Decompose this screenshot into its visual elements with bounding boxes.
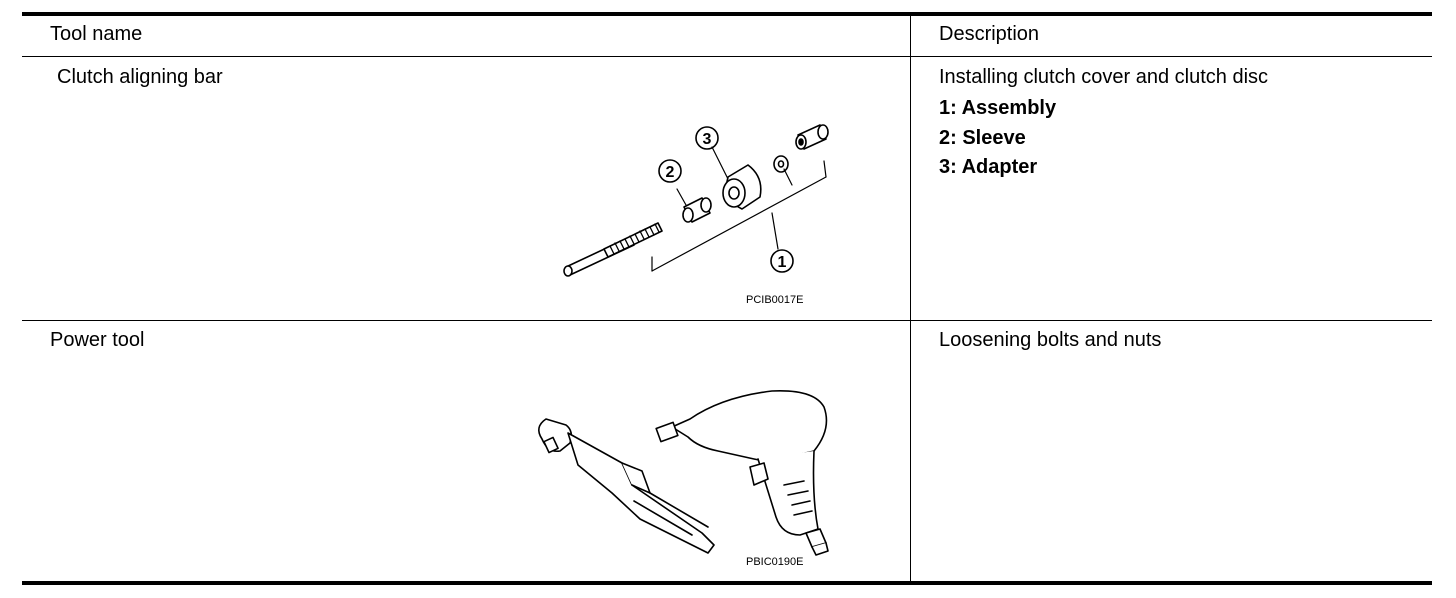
header-description: Description	[939, 23, 1040, 45]
row-divider	[22, 320, 1432, 321]
table-bottom-rule	[22, 581, 1432, 585]
callout-3: 3	[703, 131, 712, 148]
description-clutch-aligning-bar: Installing clutch cover and clutch disc	[939, 66, 1269, 88]
column-divider	[910, 16, 911, 581]
figure-code-pcib0017e: PCIB0017E	[746, 294, 804, 306]
header-tool-name: Tool name	[50, 23, 143, 45]
tool-name-power-tool: Power tool	[50, 329, 145, 351]
parts-list: 1: Assembly 2: Sleeve 3: Adapter	[939, 94, 1056, 183]
callout-2: 2	[666, 164, 675, 181]
tools-table: Tool name Description Clutch aligning ba…	[22, 12, 1432, 585]
header-divider	[22, 56, 1432, 57]
part-item: 2: Sleeve	[939, 126, 1026, 149]
part-item: 1: Assembly	[939, 97, 1057, 119]
table-top-rule	[22, 12, 1432, 16]
power-tool-illustration	[538, 390, 829, 556]
clutch-aligning-bar-illustration: 2 3 1	[563, 124, 829, 277]
figure-code-pbic0190e: PBIC0190E	[746, 556, 804, 568]
description-power-tool: Loosening bolts and nuts	[939, 329, 1162, 351]
tool-name-clutch-aligning-bar: Clutch aligning bar	[57, 66, 223, 88]
callout-1: 1	[778, 254, 787, 271]
part-item: 3: Adapter	[939, 156, 1038, 178]
